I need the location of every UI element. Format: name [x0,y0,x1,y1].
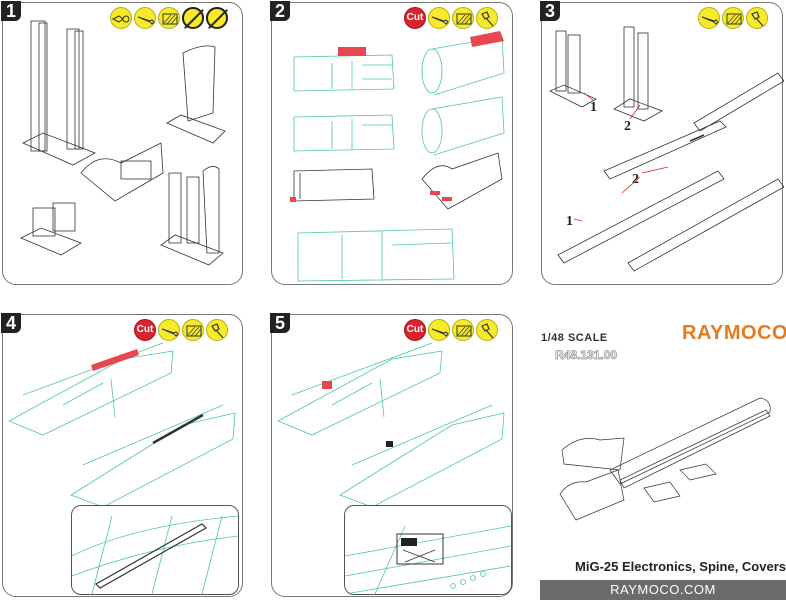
pliers-icon [110,7,132,29]
callout-label: 2 [632,172,639,187]
step-number: 3 [540,1,560,21]
sanding-icon [722,7,744,29]
rounded-box [80,142,164,202]
side-view-mid [293,114,395,152]
step-number: 2 [270,1,290,21]
spine-rails [557,72,784,272]
spine-rail [619,409,771,489]
tower-right [613,26,663,122]
callout-label: 2 [624,119,631,134]
callout-arrows [573,92,669,222]
step-4-panel: 4 Cut [1,313,243,597]
callouts: 1 2 2 1 [566,100,639,229]
red-tab [290,197,296,202]
no-paint-icon [206,7,228,29]
step-number: 1 [1,1,21,21]
cut-badge: Cut [404,319,426,341]
brand-logo: RAYMOCO [682,322,786,344]
sanding-icon [452,7,474,29]
step-1-illustration [20,20,226,266]
cut-badge: Cut [134,319,156,341]
panel-plate [679,463,717,481]
detail-inset [344,505,512,595]
cut-badge: Cut [404,7,426,29]
step-1-panel: 1 [1,1,243,285]
curved-panel [166,45,226,144]
hatch-detail-illustration [345,525,511,594]
tool-icons [698,7,768,29]
iso-view-1 [421,31,505,96]
red-tab [430,191,440,195]
direction-arrow [689,134,705,142]
airframe-top [277,342,443,436]
airframe-bottom [70,404,236,508]
tower-parts [22,20,96,166]
tool-icons: Cut [134,319,228,341]
step-2-panel: 2 Cut [270,1,513,285]
no-glue-icon [182,7,204,29]
sanding-icon [452,319,474,341]
detail-inset [71,505,239,595]
scale-label: 1/48 SCALE [541,332,608,344]
tool-icons [110,7,228,29]
knife-icon [428,7,450,29]
website-text: RAYMOCO.COM [610,582,716,597]
step-number: 5 [270,313,290,333]
step-3-panel: 3 1 2 2 1 [540,1,784,285]
sanding-icon [158,7,180,29]
website-link[interactable]: RAYMOCO.COM [540,580,786,600]
red-tab [442,197,452,201]
spine-tube [609,397,771,485]
kit-title: MiG-25 Electronics, Spine, Covers [575,559,786,574]
assembled-kit-illustration [559,397,771,521]
brush-icon [476,7,498,29]
spine-detail-illustration [72,515,238,594]
step-number: 4 [1,313,21,333]
step-5-panel: 5 Cut [270,313,513,597]
step-2-illustration [290,31,505,282]
rack-parts [160,166,224,266]
airframe-top [8,342,174,436]
brush-icon [206,319,228,341]
rack-left [549,30,597,108]
side-view-top [293,47,395,92]
knife-icon [158,319,180,341]
product-code: R48.131.00 [555,348,618,363]
small-console [20,202,82,256]
side-view-bottom [297,228,455,282]
step-3-illustration: 1 2 2 1 [549,26,784,272]
tool-icons: Cut [404,319,498,341]
electronics-box [293,152,503,210]
brush-icon [476,319,498,341]
electronics-box [559,469,625,521]
cover-piece [561,437,625,471]
knife-icon [428,319,450,341]
brush-icon [746,7,768,29]
tool-icons: Cut [404,7,498,29]
callout-label: 1 [566,214,573,229]
airframe-bottom [339,404,505,508]
control-panel [643,481,681,503]
callout-label: 1 [590,100,597,115]
knife-icon [698,7,720,29]
sanding-icon [182,319,204,341]
iso-view-2 [421,96,505,156]
knife-icon [134,7,156,29]
